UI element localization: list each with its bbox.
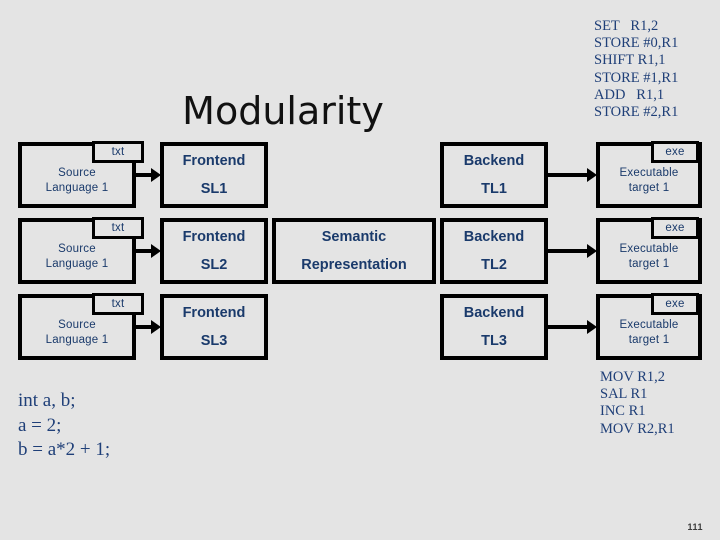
file-type-tab: txt — [92, 293, 144, 315]
executable-file-node[interactable]: exe Executable target 1 — [596, 217, 702, 284]
executable-file-node[interactable]: exe Executable target 1 — [596, 141, 702, 208]
file-type-tab: exe — [651, 293, 699, 315]
arrow-source-to-frontend — [136, 244, 161, 258]
source-code-sample: int a, b; a = 2; b = a*2 + 1; — [18, 390, 111, 460]
source-file-label: Source Language 1 — [45, 318, 109, 346]
source-file-node[interactable]: txt Source Language 1 — [18, 217, 144, 284]
arrow-source-to-frontend — [136, 168, 161, 182]
backend-node[interactable]: Backend TL2 — [440, 218, 548, 284]
executable-file-label: Executable target 1 — [619, 318, 679, 346]
diagram-row: txt Source Language 1 Frontend SL3 Backe… — [0, 293, 720, 360]
diagram-row: txt Source Language 1 Frontend SL1 Backe… — [0, 141, 720, 208]
backend-node[interactable]: Backend TL3 — [440, 294, 548, 360]
frontend-node[interactable]: Frontend SL3 — [160, 294, 268, 360]
arrow-backend-to-executable — [548, 168, 597, 182]
source-file-node[interactable]: txt Source Language 1 — [18, 141, 144, 208]
arrow-backend-to-executable — [548, 244, 597, 258]
diagram-row: txt Source Language 1 Frontend SL2 Seman… — [0, 217, 720, 284]
file-type-tab: exe — [651, 217, 699, 239]
assembly-listing-top: SET R1,2 STORE #0,R1 SHIFT R1,1 STORE #1… — [594, 18, 679, 121]
file-type-tab: txt — [92, 141, 144, 163]
file-type-tab: txt — [92, 217, 144, 239]
source-file-label: Source Language 1 — [45, 166, 109, 194]
semantic-representation-node[interactable]: Semantic Representation — [272, 218, 436, 284]
arrow-source-to-frontend — [136, 320, 161, 334]
executable-file-label: Executable target 1 — [619, 242, 679, 270]
source-file-node[interactable]: txt Source Language 1 — [18, 293, 144, 360]
frontend-node[interactable]: Frontend SL2 — [160, 218, 268, 284]
page-number: 111 — [687, 522, 703, 532]
executable-file-label: Executable target 1 — [619, 166, 679, 194]
file-type-tab: exe — [651, 141, 699, 163]
source-file-label: Source Language 1 — [45, 242, 109, 270]
frontend-node[interactable]: Frontend SL1 — [160, 142, 268, 208]
assembly-listing-bottom: MOV R1,2 SAL R1 INC R1 MOV R2,R1 — [600, 369, 675, 437]
page-title: Modularity — [182, 89, 384, 134]
backend-node[interactable]: Backend TL1 — [440, 142, 548, 208]
arrow-backend-to-executable — [548, 320, 597, 334]
executable-file-node[interactable]: exe Executable target 1 — [596, 293, 702, 360]
